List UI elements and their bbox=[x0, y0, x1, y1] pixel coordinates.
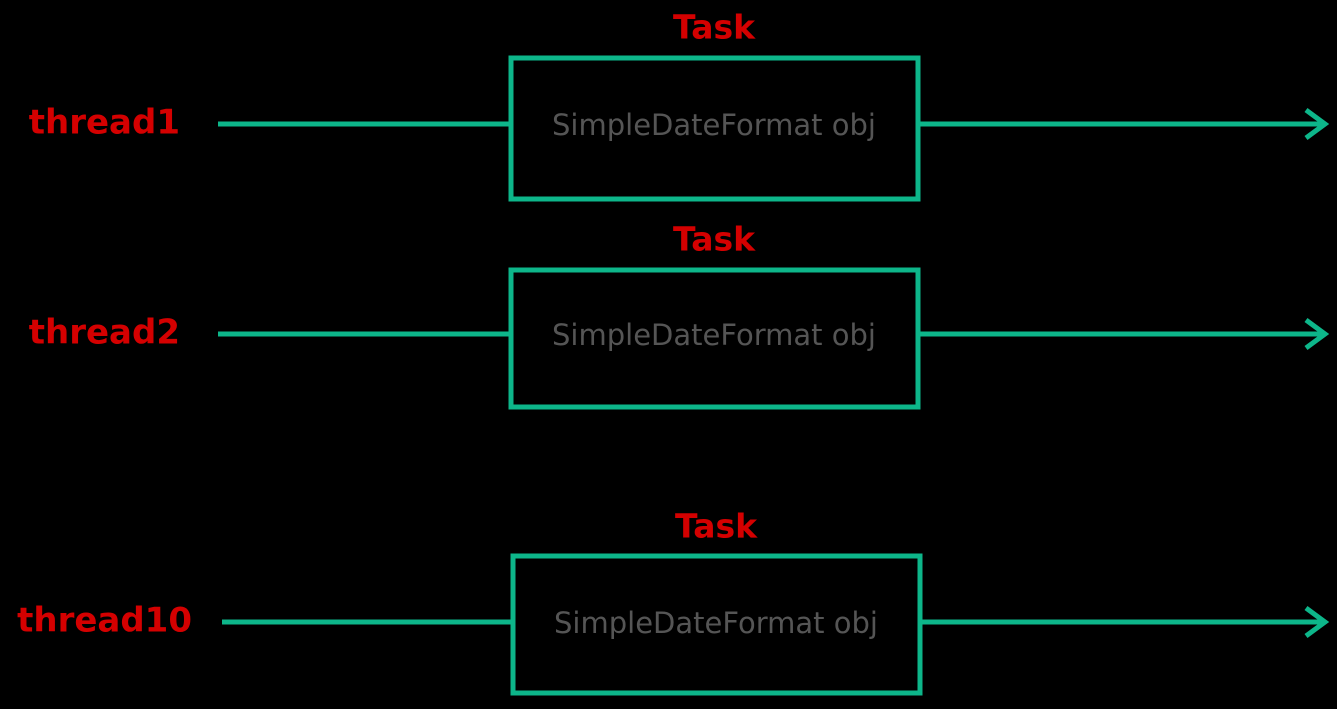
thread-row: thread2 Task SimpleDateFormat obj bbox=[29, 220, 1330, 410]
arrow-head-icon bbox=[1304, 605, 1330, 639]
task-title-label: Task bbox=[673, 8, 756, 47]
task-box bbox=[508, 267, 921, 410]
task-box-text: SimpleDateFormat obj bbox=[554, 606, 878, 640]
task-box bbox=[508, 55, 921, 202]
arrow-head-icon bbox=[1304, 107, 1330, 141]
task-title-label: Task bbox=[673, 220, 756, 259]
thread-label: thread1 bbox=[29, 103, 180, 143]
thread-label: thread10 bbox=[17, 601, 192, 641]
task-box-text: SimpleDateFormat obj bbox=[552, 108, 876, 142]
thread-label: thread2 bbox=[29, 313, 180, 353]
arrow-head-icon bbox=[1304, 317, 1330, 351]
thread-row: thread10 Task SimpleDateFormat obj bbox=[17, 507, 1330, 696]
task-title-label: Task bbox=[675, 507, 758, 546]
thread-row: thread1 Task SimpleDateFormat obj bbox=[29, 8, 1330, 202]
task-box-text: SimpleDateFormat obj bbox=[552, 318, 876, 352]
